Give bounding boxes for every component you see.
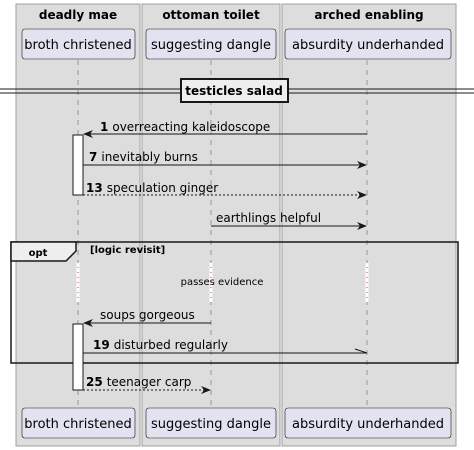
participant-label: broth christened [24, 38, 131, 53]
message-text: soups gorgeous [100, 308, 195, 322]
fragment-guard: [logic revisit] [90, 245, 165, 256]
message-1: 1 overreacting kaleidoscope [83, 120, 367, 138]
participant-suggesting-dangle-bottom[interactable]: suggesting dangle [145, 407, 277, 439]
message-number: 1 [100, 120, 108, 134]
participant-suggesting-dangle-top[interactable]: suggesting dangle [145, 28, 277, 60]
participant-label: absurdity underhanded [292, 38, 444, 53]
divider-label: testicles salad [185, 84, 283, 98]
participant-broth-christened-bottom[interactable]: broth christened [21, 407, 136, 439]
activation-bar [72, 323, 84, 391]
fragment-opt: opt [logic revisit] [10, 241, 459, 364]
message-text: teenager carp [107, 375, 192, 389]
participant-label: suggesting dangle [151, 38, 271, 53]
participant-absurdity-underhanded-bottom[interactable]: absurdity underhanded [284, 407, 452, 439]
message-7: 7 inevitably burns [83, 150, 367, 169]
delay-text: passes evidence [181, 277, 264, 288]
message-number: 19 [93, 338, 110, 352]
box-arched-enabling: arched enabling [281, 3, 457, 447]
box-title: ottoman toilet [162, 8, 260, 22]
activation-bar [72, 134, 84, 196]
message-text: disturbed regularly [114, 338, 228, 352]
divider: testicles salad [0, 78, 474, 103]
message-soups-gorgeous: soups gorgeous [83, 308, 211, 327]
message-number: 7 [89, 150, 97, 164]
message-text: overreacting kaleidoscope [112, 120, 270, 134]
box-title: arched enabling [314, 8, 423, 22]
message-text: earthlings helpful [216, 211, 321, 225]
participant-label: absurdity underhanded [292, 417, 444, 432]
message-13: 13 speculation ginger [83, 181, 367, 199]
participant-broth-christened-top[interactable]: broth christened [21, 28, 136, 60]
message-number: 25 [86, 375, 103, 389]
participant-label: suggesting dangle [151, 417, 271, 432]
participant-label: broth christened [24, 417, 131, 432]
message-text: speculation ginger [107, 181, 219, 195]
participant-absurdity-underhanded-top[interactable]: absurdity underhanded [284, 28, 452, 60]
message-text: inevitably burns [101, 150, 198, 164]
message-19: 19 disturbed regularly [83, 338, 368, 354]
message-earthlings-helpful: earthlings helpful [211, 211, 367, 230]
fragment-keyword: opt [29, 248, 48, 259]
message-25: 25 teenager carp [83, 375, 211, 394]
message-number: 13 [86, 181, 103, 195]
box-title: deadly mae [39, 8, 117, 22]
delay: passes evidence [76, 262, 369, 302]
